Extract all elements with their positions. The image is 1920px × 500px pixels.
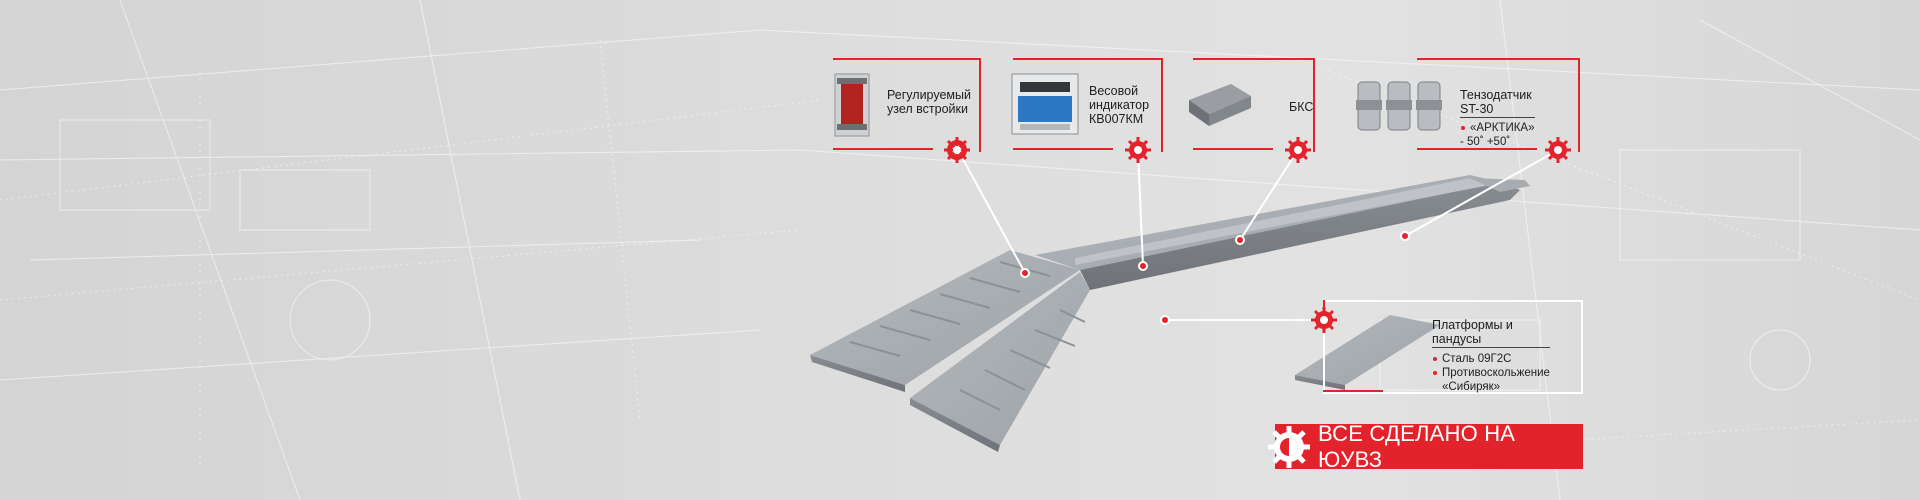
weight-indicator-icon [1011,73,1079,135]
junction-box-icon [1189,84,1251,126]
platforms-title: Платформы и пандусы [1432,318,1550,348]
gear-icon [1285,137,1311,163]
gear-icon [944,137,970,163]
platforms-bullet-2-cont: «Сибиряк» [1442,381,1501,393]
load-cell-icon [1356,81,1442,131]
gear-icon [1125,137,1151,163]
cta-label: ВСЕ СДЕЛАНО НА ЮУВЗ [1318,420,1516,472]
adjustable-unit-icon [834,73,870,137]
weight-indicator-line3: КВ007КМ [1089,112,1144,126]
load-cell-range: - 50˚ +50˚ [1460,136,1511,148]
adjustable-unit-line1: Регулируемый [887,88,971,102]
weight-indicator-line1: Весовой [1089,84,1139,98]
junction-box-label: БКС [1289,100,1314,114]
cta-button[interactable]: ВСЕ СДЕЛАНО НА ЮУВЗ [1275,421,1583,472]
gear-icon [1268,426,1310,468]
platforms-bullet-1: Сталь 09Г2С [1432,352,1550,366]
load-cell-bullet-1: «АРКТИКА» [1460,121,1535,135]
gear-icon [1311,307,1337,333]
gear-icon [1545,137,1571,163]
adjustable-unit-line2: узел встройки [887,102,968,116]
platforms-bullet-2: Противоскольжение [1432,366,1550,380]
load-cell-title: Тензодатчик ST-30 [1460,88,1535,118]
weight-indicator-line2: индикатор [1089,98,1150,112]
